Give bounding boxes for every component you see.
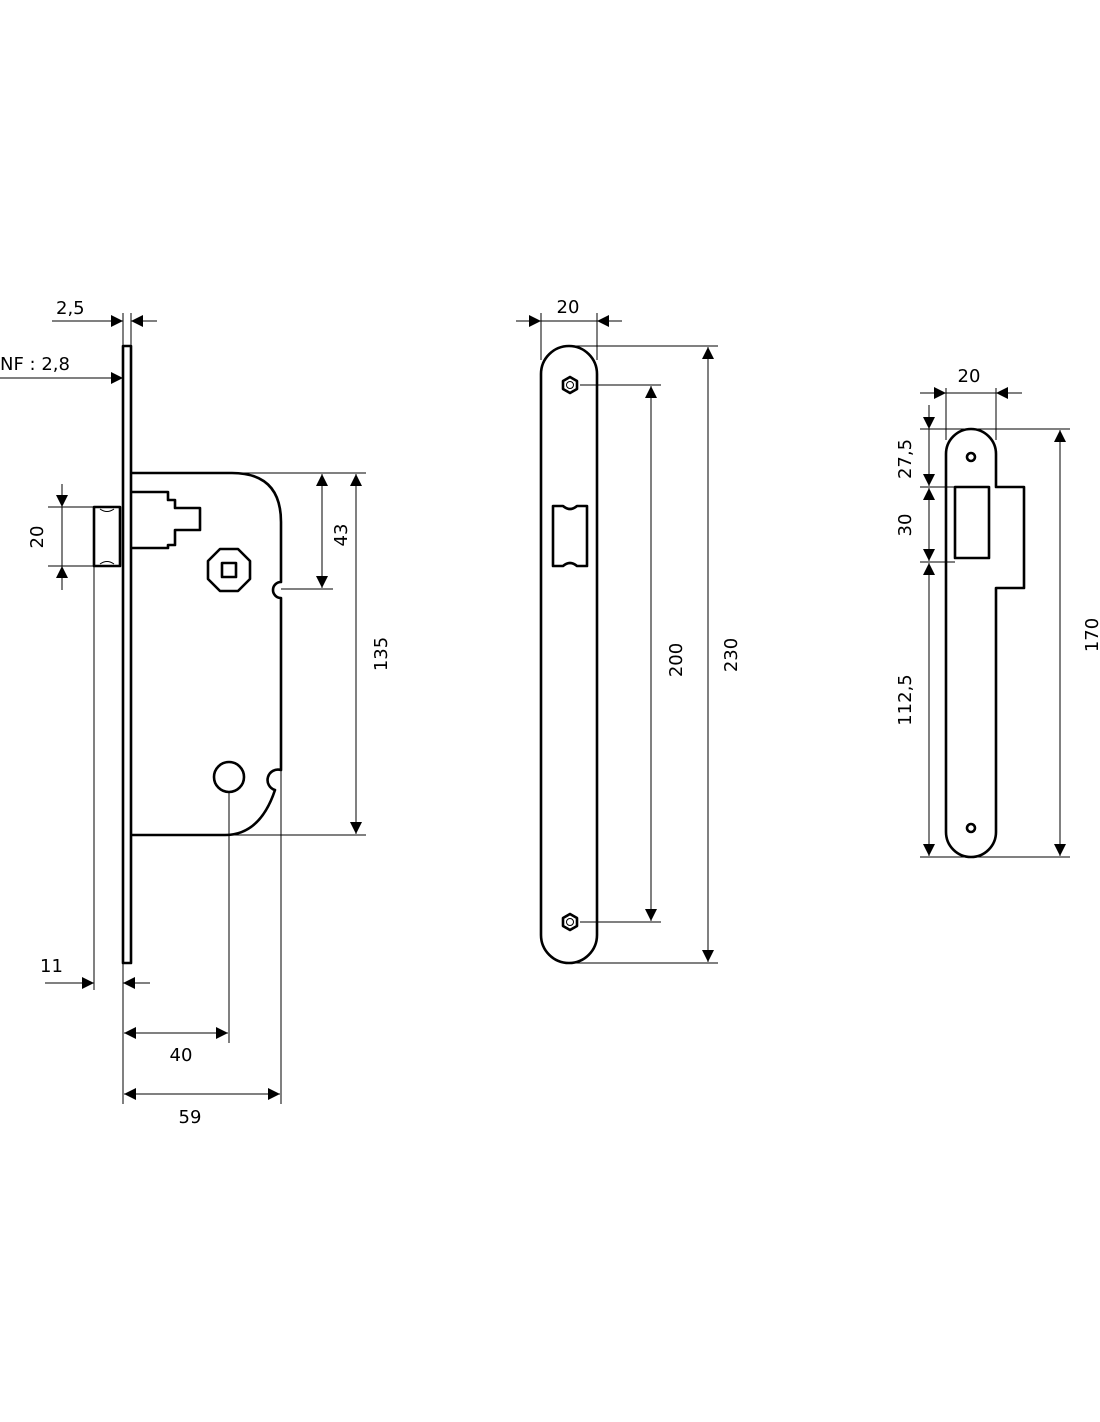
screw-hole-top [965,451,977,463]
dim-label: 27,5 [895,439,916,479]
dim-strike-length: 170 [1054,430,1100,856]
dim-latch-height: 20 [27,484,94,590]
faceplate-front-view [539,344,599,965]
dim-label: 200 [666,643,687,677]
dim-strike-width: 20 [920,366,1022,440]
dim-label: 40 [170,1045,193,1066]
lock-faceplate [121,344,133,965]
mortise-lock-body [92,344,283,965]
dim-label: 135 [371,637,392,671]
latch-opening [551,504,589,568]
latch-tail [131,490,202,550]
dim-screw-spacing: 200 [580,384,687,923]
dim-label: 43 [331,524,352,547]
strike-plate-outline [944,427,1026,859]
strike-opening [953,485,991,560]
lock-case [131,471,283,837]
dim-body-depth: 59 [124,598,282,1128]
dim-label: 30 [895,514,916,537]
dim-label: 20 [557,297,580,318]
dim-backset: 40 [124,792,230,1066]
dim-faceplate-thickness: 2,5 [52,298,157,346]
latch-bolt [92,505,122,568]
dim-label: 112,5 [895,674,916,726]
screw-bottom [561,912,579,932]
lock-body-dimensions: 2,5 NF : 2,8 20 43 135 [0,298,392,1128]
dim-label: 170 [1082,618,1100,652]
dim-latch-projection: 11 [40,566,150,1104]
spindle-hub [206,547,252,593]
screw-hole-bottom [965,822,977,834]
dim-opening-height: 30 [895,488,935,561]
dim-opening-to-bottom: 112,5 [895,563,935,856]
faceplate-dimensions: 20 200 230 [516,297,742,964]
dim-nf-thickness: NF : 2,8 [0,354,123,384]
dim-top-to-opening: 27,5 [895,405,935,486]
dim-label: 20 [958,366,981,387]
dim-label: 59 [179,1107,202,1128]
faceplate-outline [539,344,599,965]
dim-label: 2,5 [56,298,85,319]
dim-label: NF : 2,8 [0,354,70,375]
dim-body-height: 135 [225,472,392,836]
dim-spindle-from-top: 43 [281,474,352,590]
dim-label: 20 [27,526,48,549]
dim-faceplate-width: 20 [516,297,622,360]
dim-faceplate-length: 230 [570,345,742,964]
screw-top [561,375,579,395]
dim-label: 230 [721,638,742,672]
strike-plate [944,427,1026,859]
dim-label: 11 [40,956,63,977]
strike-plate-dimensions: 20 27,5 30 112,5 170 [895,366,1100,858]
cylinder-hole [212,760,246,794]
